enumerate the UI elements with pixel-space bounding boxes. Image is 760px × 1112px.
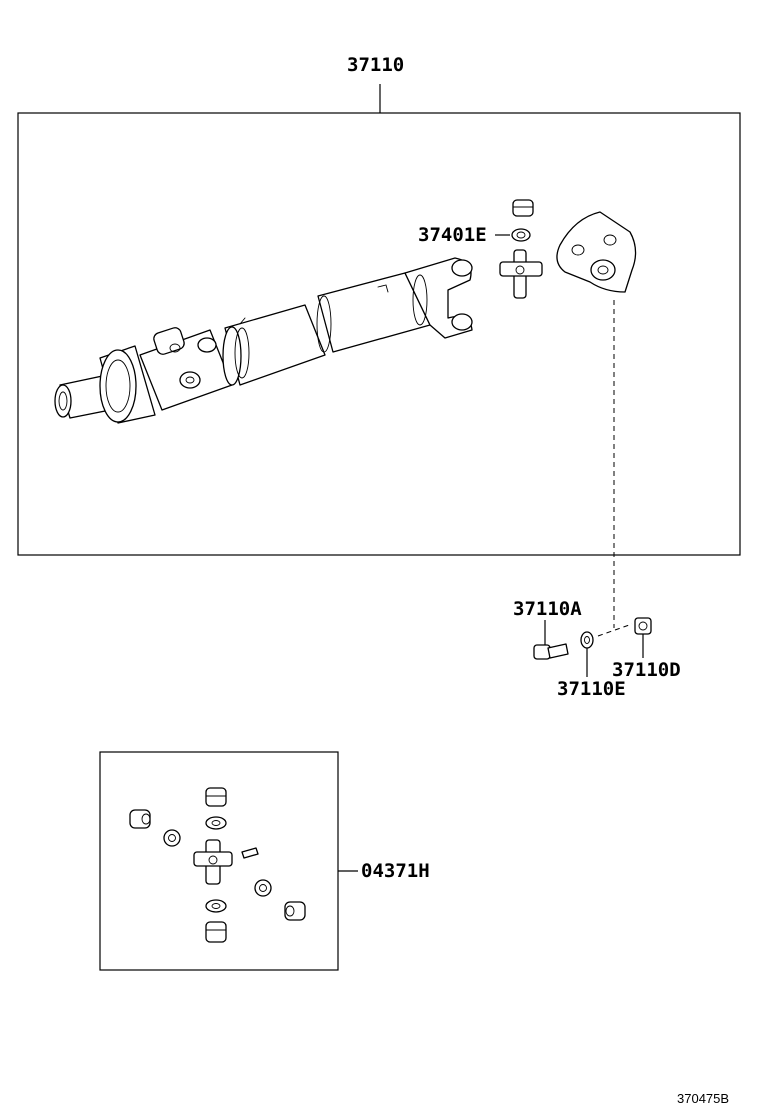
kit-ring-bottom (205, 899, 227, 913)
kit-cap-right (284, 901, 306, 921)
repair-kit-frame (99, 751, 358, 971)
label-37110: 37110 (347, 54, 405, 76)
spider-cross (499, 249, 543, 299)
diagram-reference-number: 370475B (677, 1091, 730, 1106)
kit-ring-top (205, 816, 227, 830)
label-37110D: 37110D (612, 659, 681, 681)
kit-grease-fitting (241, 847, 259, 859)
kit-cap-top (205, 787, 227, 807)
label-37110A: 37110A (513, 598, 582, 620)
kit-cross (193, 839, 233, 885)
label-04371H: 04371H (361, 860, 430, 882)
spider-cap (512, 199, 534, 217)
assembly-frame (17, 84, 741, 556)
propeller-shaft (54, 257, 473, 424)
snap-ring (511, 228, 531, 242)
bolt-37110A (533, 620, 569, 660)
kit-ring-right (254, 879, 272, 897)
kit-cap-left (129, 809, 151, 829)
label-37401E: 37401E (418, 224, 487, 246)
nut-37110D (634, 617, 652, 658)
kit-ring-left (163, 829, 181, 847)
flange-yoke (556, 211, 637, 293)
label-37110E: 37110E (557, 678, 626, 700)
washer-37110E (580, 631, 594, 677)
kit-cap-bottom (205, 921, 227, 943)
